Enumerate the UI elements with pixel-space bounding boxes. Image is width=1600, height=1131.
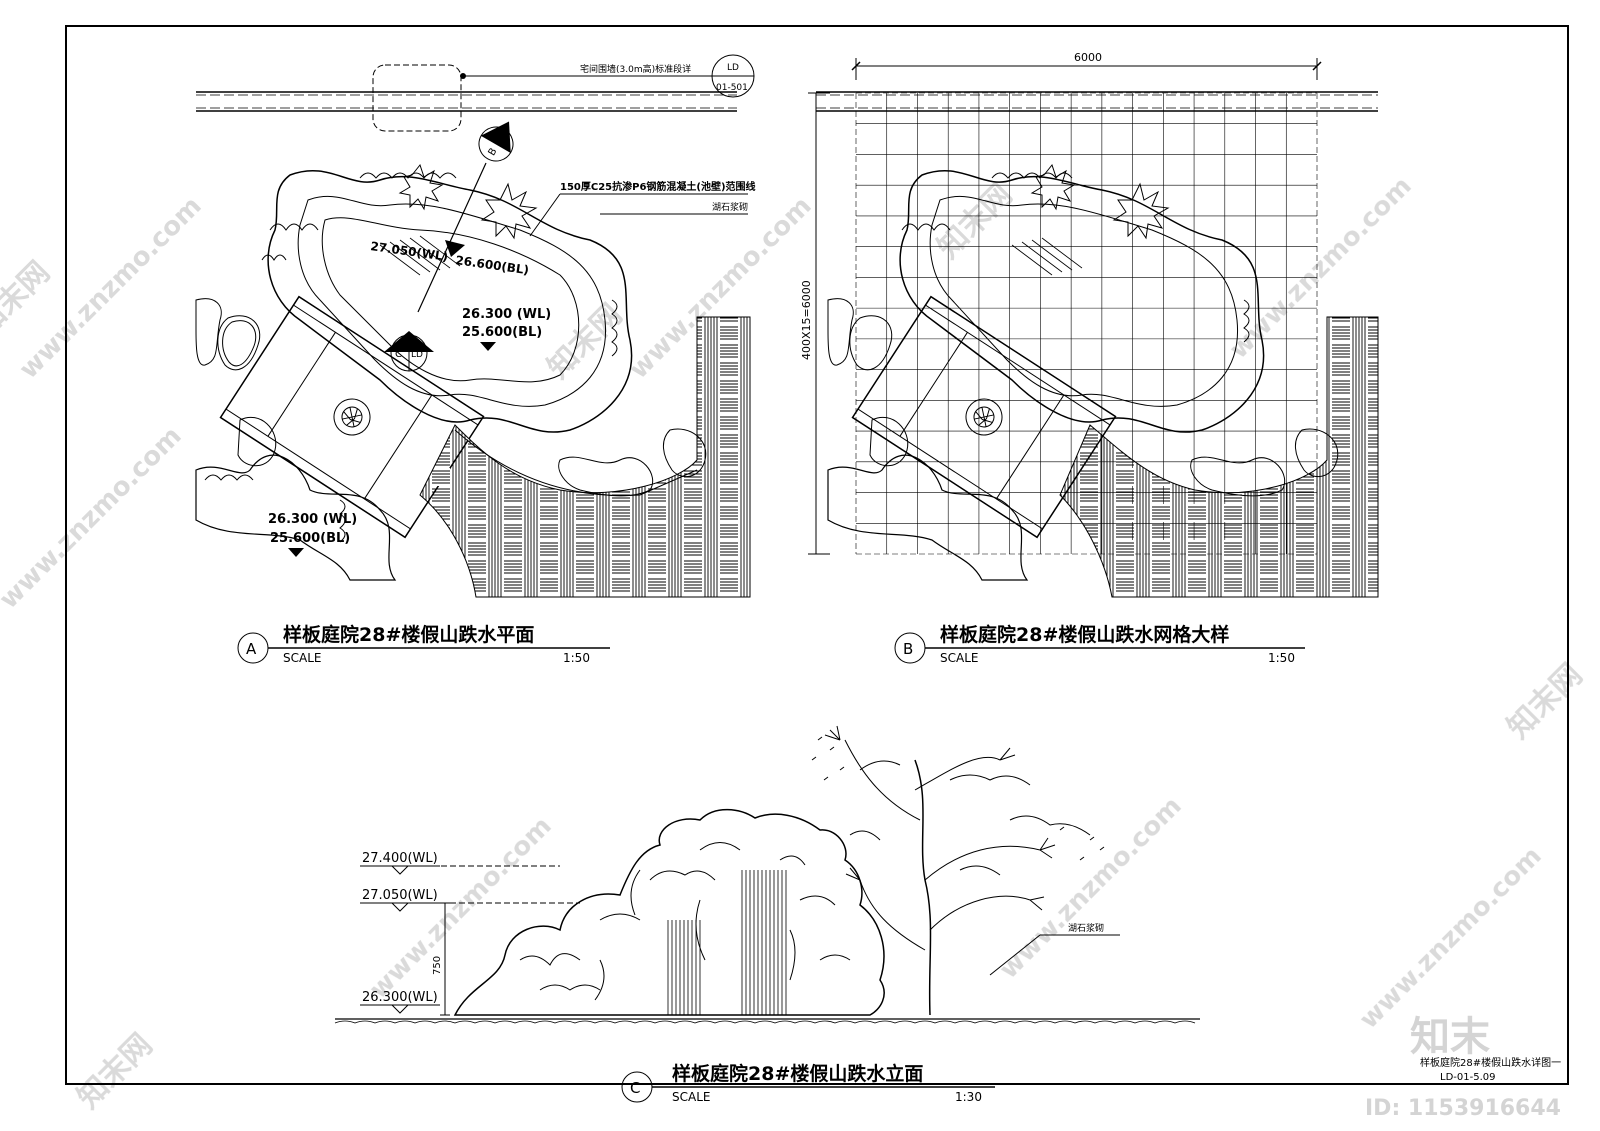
sheet-border: [65, 25, 1569, 1085]
section-c-letter: C: [395, 349, 402, 360]
elev-scale-value: 1:30: [955, 1090, 982, 1104]
elev-note-rock: 湖石浆砌: [1068, 922, 1104, 934]
waterfall-stripes: [667, 870, 787, 1015]
watermark-site: www.znzmo.com: [1354, 841, 1548, 1035]
watermark-id: ID: 1153916644: [1365, 1096, 1561, 1121]
level-mid: 27.050(WL): [362, 888, 438, 903]
section-b-marker: B LD: [478, 121, 514, 162]
section-c-ref: LD: [411, 350, 423, 360]
plan-a-scale-value: 1:50: [563, 651, 590, 665]
watermark-site: www.znzmo.com: [994, 791, 1188, 985]
dim-750: 750: [432, 956, 443, 975]
watermark-site: www.znzmo.com: [364, 811, 558, 1005]
watermark-site: www.znzmo.com: [0, 421, 188, 615]
watermark-brand: 知末网: [71, 1027, 159, 1115]
plan-b-scale-value: 1:50: [1268, 651, 1295, 665]
plan-a-title-circle: A: [246, 640, 257, 658]
plan-a: 宅间围墙(3.0m高)标准段详 LD 01-501 B LD 150厚C25抗渗…: [195, 54, 756, 665]
sheet-title-block: 样板庭院28#楼假山跌水详图一 LD-01-5.09: [1420, 1056, 1561, 1083]
level-low-bl: 25.600(BL): [270, 531, 350, 546]
section-b-letter: B: [487, 146, 500, 158]
dim-width: 6000: [1074, 51, 1102, 64]
level-mid-bl: 25.600(BL): [462, 325, 542, 340]
level-top: 27.400(WL): [362, 851, 438, 866]
note-rock: 湖石浆砌: [712, 201, 748, 213]
watermark-brand: 知末网: [931, 177, 1019, 265]
watermark-logo: 知末 ID: 1153916644: [1365, 1014, 1561, 1121]
plan-b-scale-label: SCALE: [940, 651, 978, 665]
callout-wall-ref: LD: [727, 63, 739, 73]
dim-height: 400X15=6000: [800, 280, 813, 360]
elevation-c: 湖石浆砌 27.400(WL) 27.050(WL) 26.300(WL) 75…: [334, 725, 1200, 1104]
level-mid-wl: 26.300 (WL): [462, 307, 551, 322]
plan-a-title: 样板庭院28#楼假山跌水平面: [283, 623, 534, 646]
callout-wall-sheet: 01-501: [716, 83, 748, 93]
level-upper-bl: 26.600(BL): [455, 253, 530, 277]
plan-b-title: 样板庭院28#楼假山跌水网格大样: [940, 623, 1229, 646]
elev-scale-label: SCALE: [672, 1090, 710, 1104]
plan-b-title-circle: B: [903, 640, 913, 658]
watermark-brand: 知末网: [1501, 657, 1589, 745]
sheet-number: LD-01-5.09: [1440, 1072, 1495, 1083]
watermark-logo-text: 知末: [1410, 1014, 1490, 1060]
elev-title-circle: C: [630, 1079, 640, 1097]
level-base: 26.300(WL): [362, 990, 438, 1005]
plan-b: 6000 400X15=6000: [800, 51, 1379, 665]
section-c-marker: C LD: [384, 331, 434, 372]
elev-title: 样板庭院28#楼假山跌水立面: [672, 1062, 923, 1085]
plan-a-scale-label: SCALE: [283, 651, 321, 665]
level-low-wl: 26.300 (WL): [268, 512, 357, 527]
level-upper-wl: 27.050(WL): [370, 239, 449, 264]
sheet-title: 样板庭院28#楼假山跌水详图一: [1420, 1056, 1561, 1069]
callout-wall-text: 宅间围墙(3.0m高)标准段详: [580, 63, 691, 75]
note-pool-wall: 150厚C25抗渗P6钢筋混凝土(池壁)范围线: [560, 180, 756, 193]
tree-sketch: [811, 725, 1105, 1016]
